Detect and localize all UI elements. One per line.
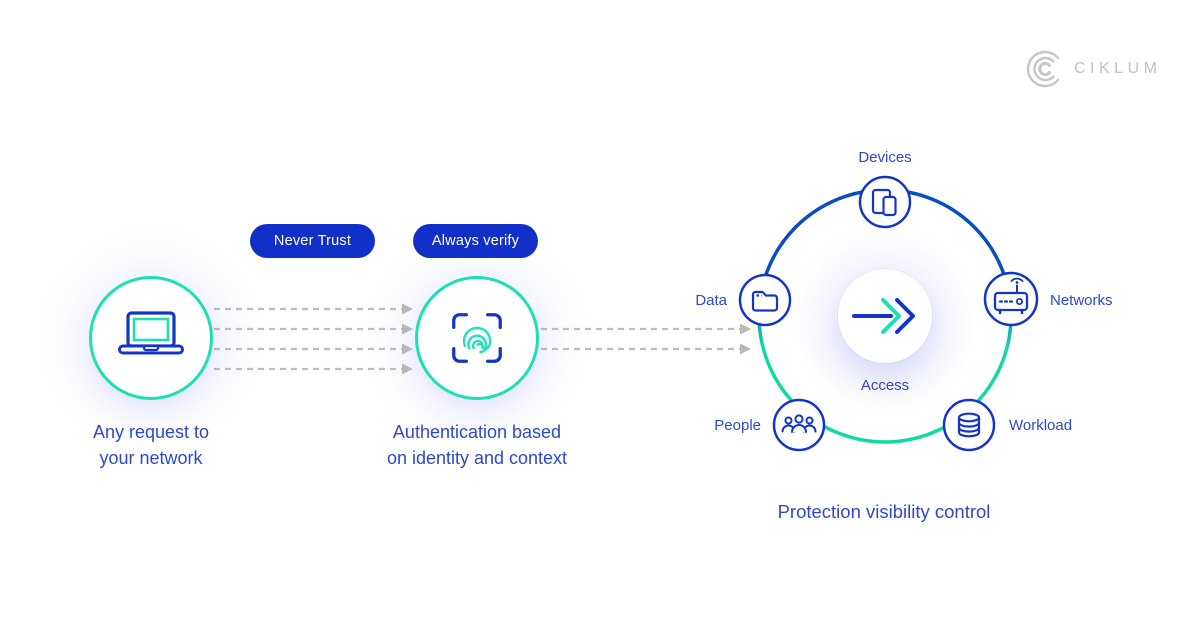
data-label: Data <box>695 292 727 309</box>
people-label: People <box>714 417 761 434</box>
networks-node <box>983 271 1039 327</box>
access-circle <box>838 269 932 363</box>
auth-to-ring-arrows <box>541 327 740 351</box>
devices-icon <box>871 188 897 217</box>
auth-label: Authentication based on identity and con… <box>357 419 597 471</box>
always-verify-badge: Always verify <box>413 224 538 258</box>
auth-to-ring-arrowheads <box>740 323 751 355</box>
devices-label: Devices <box>858 149 912 166</box>
folder-icon <box>751 290 779 312</box>
request-label-line2: your network <box>99 448 203 468</box>
workload-label: Workload <box>1009 417 1073 434</box>
people-icon <box>781 414 817 433</box>
fingerprint-scan-icon <box>452 313 502 363</box>
request-to-auth-arrows <box>214 307 402 371</box>
request-label-line1: Any request to <box>92 422 210 442</box>
ciklum-mark-icon <box>1026 50 1060 88</box>
router-icon <box>993 277 1029 315</box>
auth-label-line1: Authentication based <box>392 422 562 442</box>
fingerprint-icon <box>462 326 492 354</box>
scan-frame-icon <box>452 313 502 363</box>
auth-circle <box>415 276 539 400</box>
auth-label-line2: on identity and context <box>386 448 568 468</box>
data-node <box>738 273 792 327</box>
workload-node <box>942 398 996 452</box>
brand-logo: CIKLUM <box>1024 48 1174 90</box>
networks-label: Networks <box>1050 292 1113 309</box>
never-trust-badge: Never Trust <box>250 224 375 258</box>
laptop-icon <box>117 311 185 355</box>
devices-node <box>858 175 912 229</box>
database-icon <box>957 412 981 438</box>
ring-caption: Protection visibility control <box>777 501 991 522</box>
request-circle <box>89 276 213 400</box>
access-label: Access <box>860 377 910 394</box>
access-arrow-icon <box>852 298 915 334</box>
request-label: Any request to your network <box>41 419 261 471</box>
people-node <box>772 398 826 452</box>
brand-name: CIKLUM <box>1074 60 1162 77</box>
request-to-auth-arrowheads <box>402 303 413 375</box>
